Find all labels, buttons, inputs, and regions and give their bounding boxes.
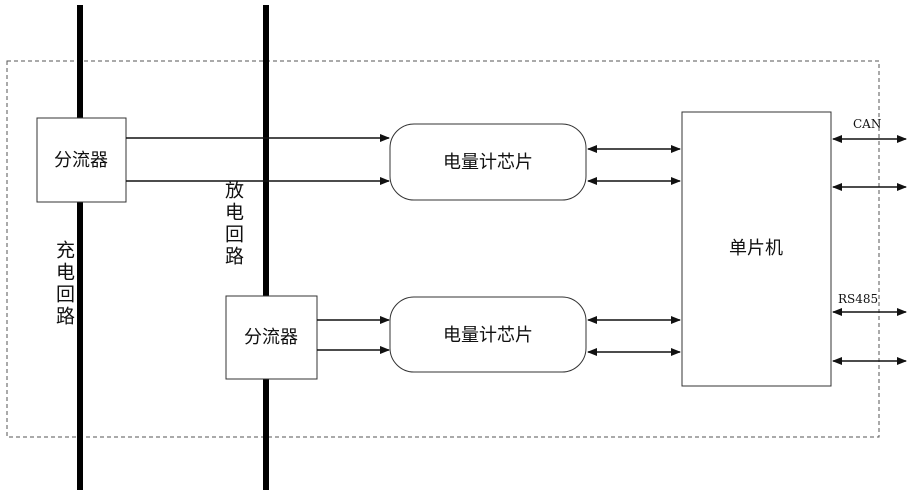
shunt-bottom-label: 分流器	[244, 327, 298, 348]
meter-chip-top-label: 电量计芯片	[443, 152, 533, 173]
meter-chip-bottom-label: 电量计芯片	[443, 325, 533, 346]
shunt-top: 分流器	[36, 117, 127, 203]
mcu-label: 单片机	[729, 238, 783, 259]
mcu: 单片机	[681, 111, 832, 387]
port-rs485-label: RS485	[838, 292, 878, 306]
meter-chip-top: 电量计芯片	[389, 123, 587, 201]
system-enclosure	[6, 60, 880, 438]
meter-chip-bottom: 电量计芯片	[389, 296, 587, 373]
port-can-label: CAN	[853, 117, 881, 131]
shunt-bottom: 分流器	[225, 295, 318, 380]
shunt-top-label: 分流器	[54, 150, 108, 171]
discharge-circuit-label: 放电回路	[222, 180, 244, 268]
charge-circuit-label: 充电回路	[53, 240, 75, 328]
